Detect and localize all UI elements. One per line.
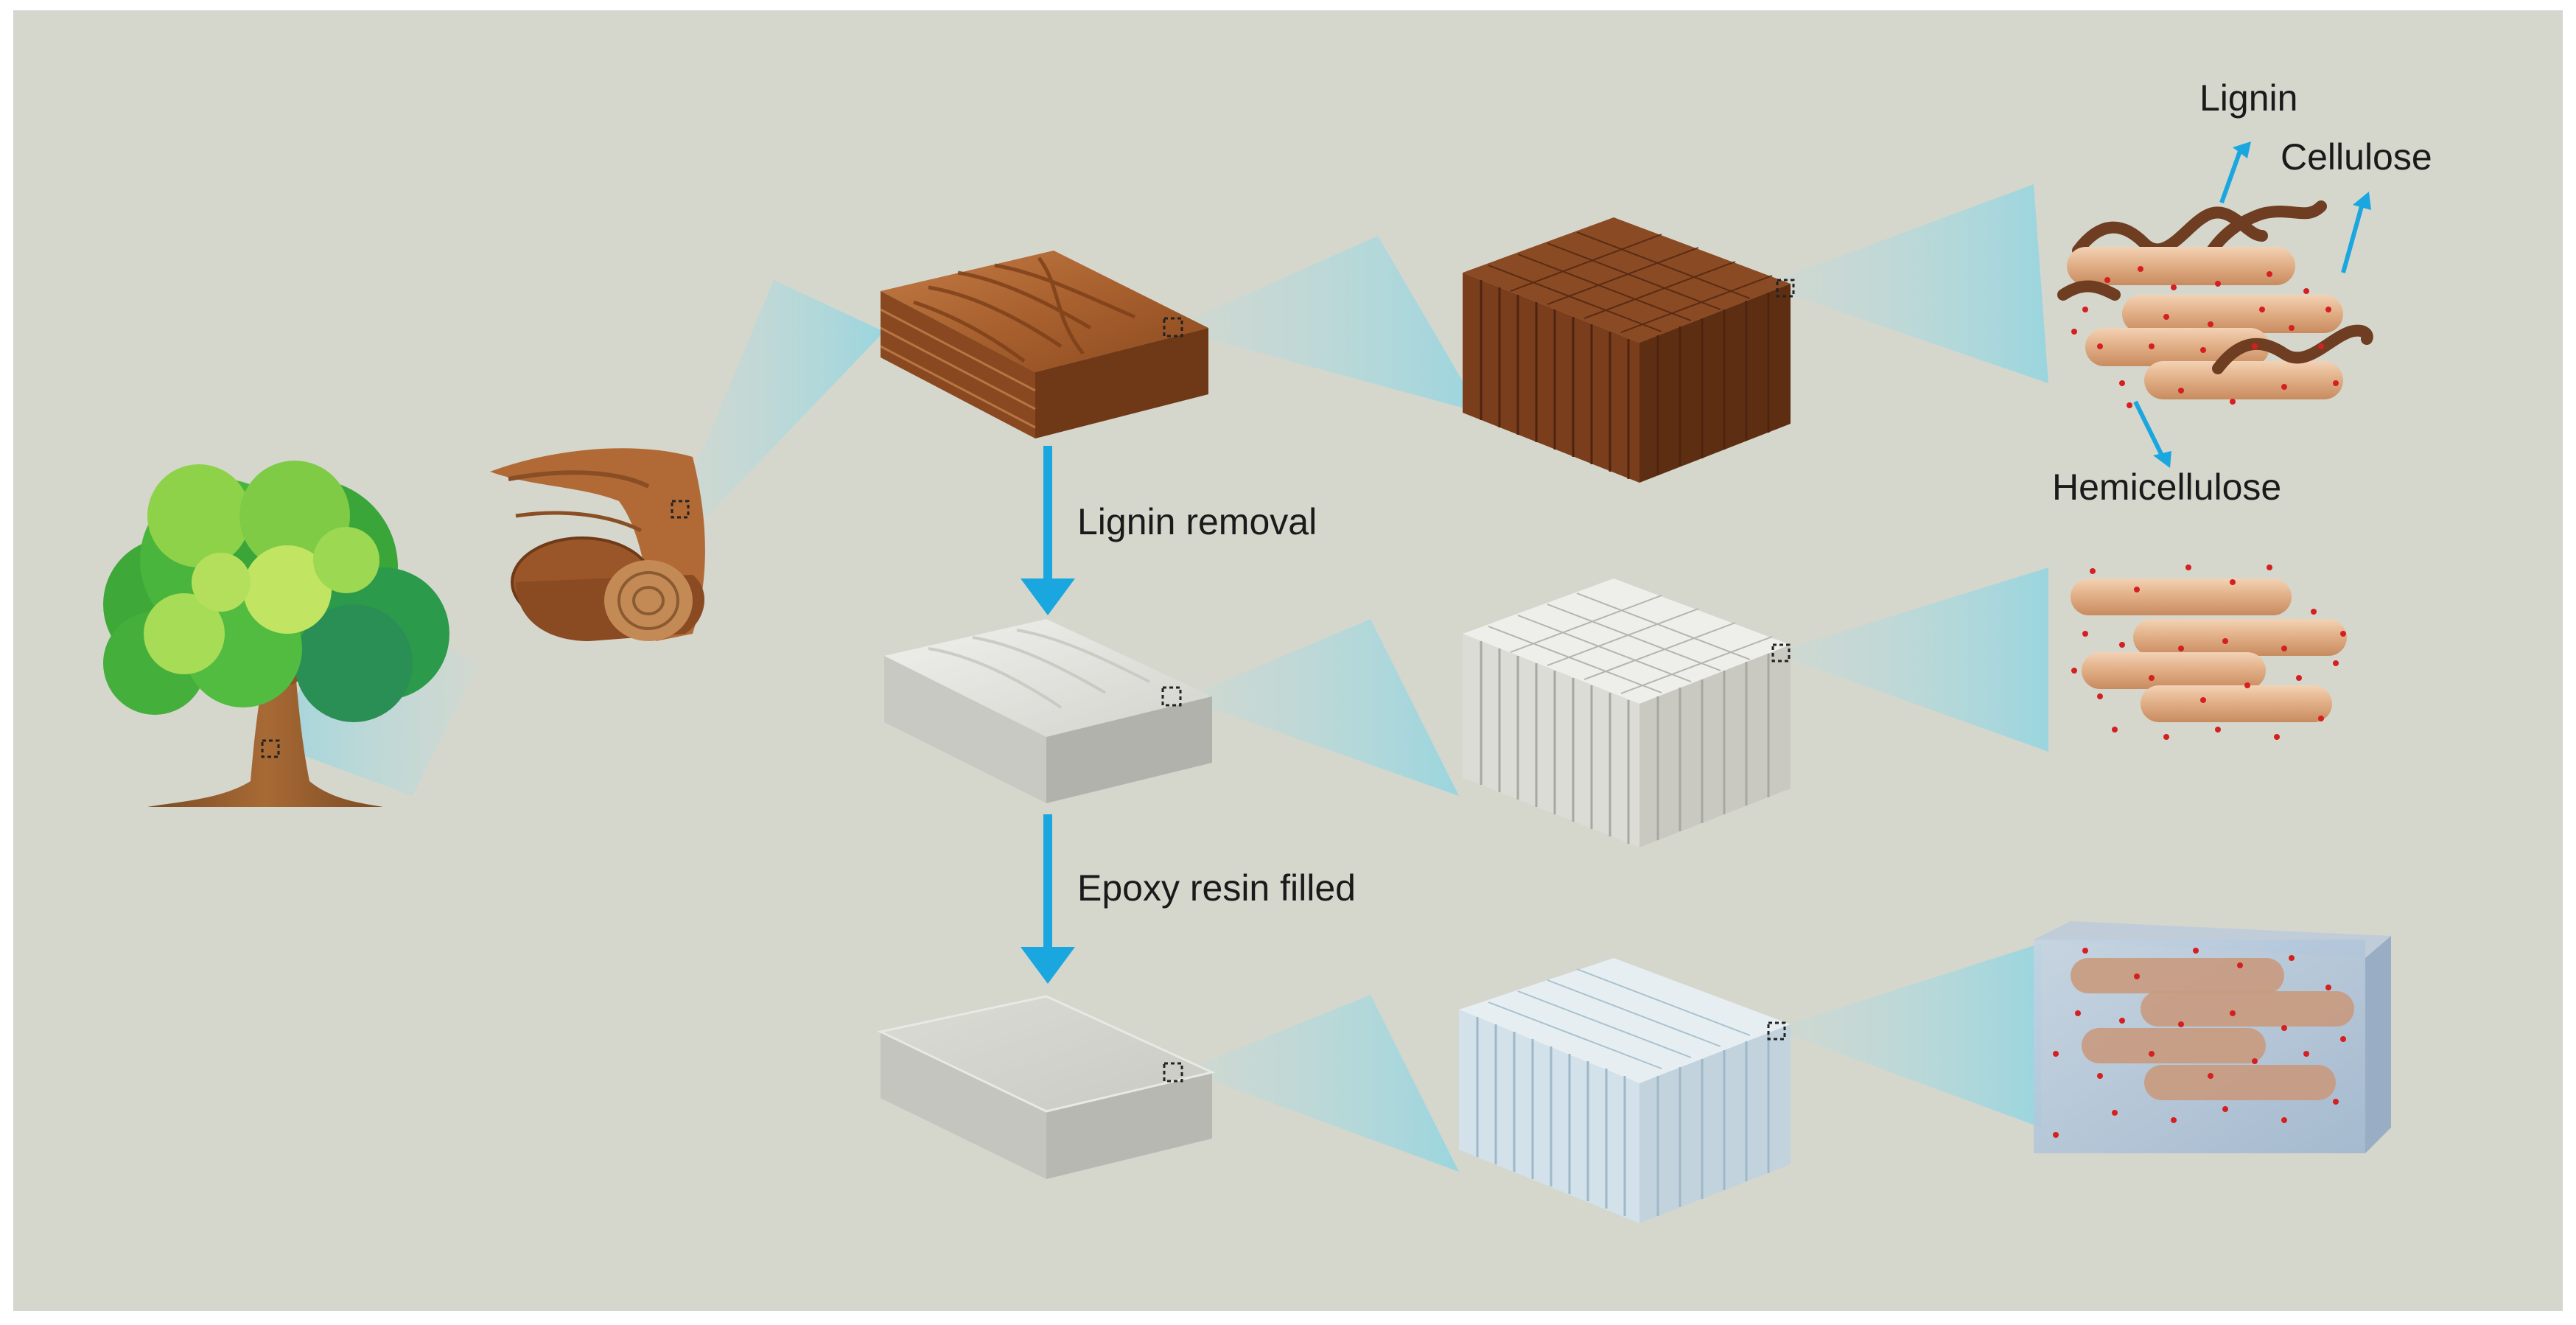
transparent-sample-marker xyxy=(1163,1062,1183,1083)
delignified-wood-slab xyxy=(884,619,1212,803)
molecular-structure-natural: Lignin Cellulose Hemicellulose xyxy=(2052,77,2432,508)
process-arrow-2 xyxy=(1021,814,1075,984)
tree-canopy xyxy=(103,461,449,722)
step-label-epoxy-resin: Epoxy resin filled xyxy=(1077,867,1356,909)
slab-sample-marker xyxy=(1163,317,1183,338)
process-arrow-1 xyxy=(1021,446,1075,615)
label-hemicellulose: Hemicellulose xyxy=(2052,466,2281,508)
magnification-beams xyxy=(273,184,2048,1172)
label-cellulose: Cellulose xyxy=(2281,136,2432,178)
tree-sample-marker xyxy=(261,739,280,758)
natural-wood-microstructure xyxy=(1463,217,1795,483)
veneer-sample-marker xyxy=(671,500,690,519)
natural-wood-slab xyxy=(880,251,1208,438)
delignified-sample-marker xyxy=(1161,686,1182,707)
step-label-lignin-removal: Lignin removal xyxy=(1077,501,1317,542)
transparent-microstructure xyxy=(1459,958,1791,1223)
molecular-structure-transparent xyxy=(2034,921,2391,1153)
wood-veneer-roll xyxy=(490,448,705,641)
tree-illustration xyxy=(103,461,449,807)
molecular-structure-delignified xyxy=(2071,564,2347,740)
label-lignin: Lignin xyxy=(2199,77,2297,119)
delignified-microstructure xyxy=(1463,578,1791,847)
transparent-wood-slab xyxy=(877,995,1216,1179)
